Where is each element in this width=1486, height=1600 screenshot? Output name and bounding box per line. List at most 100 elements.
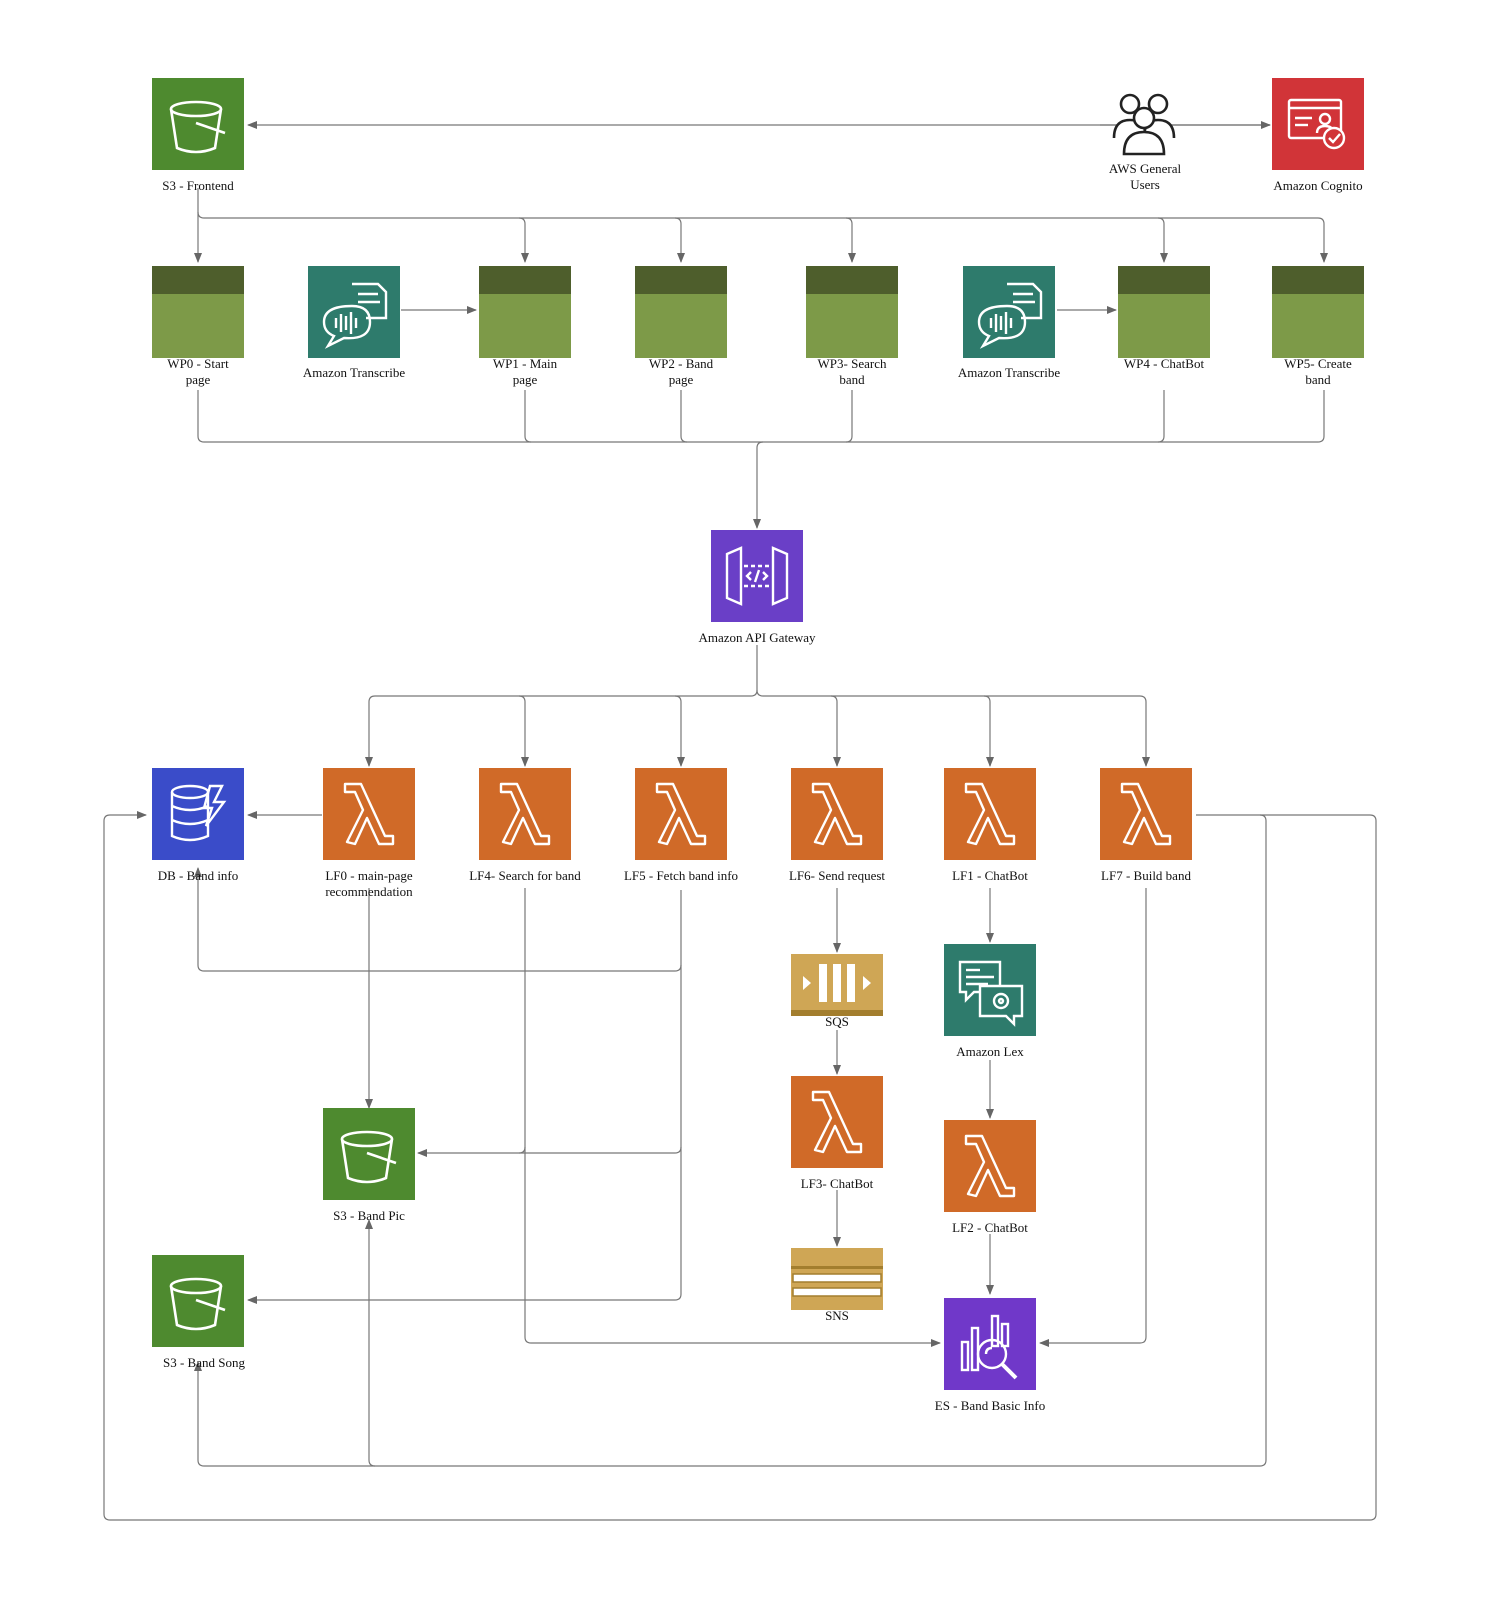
wp2-node <box>635 266 727 358</box>
lf3-node <box>791 1076 883 1168</box>
lf5-label: LF5 - Fetch band info <box>623 868 739 883</box>
lambda-icon <box>791 1076 883 1168</box>
bucket-icon <box>323 1108 415 1200</box>
wp3-node <box>806 266 898 358</box>
edge-api-lf6 <box>830 695 841 767</box>
lf7-label: LF7 - Build band <box>1101 868 1191 883</box>
transcribe-icon <box>308 266 400 358</box>
s3-band-pic-label: S3 - Band Pic <box>333 1208 405 1223</box>
api-gateway-label: Amazon API Gateway <box>698 630 816 645</box>
edge-pages-collector <box>197 390 1325 443</box>
webpage-icon <box>1118 266 1210 358</box>
edge-api-bus <box>365 645 758 767</box>
transcribe1-label: Amazon Transcribe <box>302 365 406 380</box>
db-band-label: DB - Band info <box>157 868 239 883</box>
lambda-icon <box>1100 768 1192 860</box>
edge-bus-wp1 <box>518 217 529 263</box>
s3-band-pic-node <box>323 1108 415 1200</box>
wp4-node <box>1118 266 1210 358</box>
sns-node <box>791 1248 883 1310</box>
wp1-node <box>479 266 571 358</box>
lf6-label: LF6- Send request <box>788 868 886 883</box>
webpage-icon <box>152 266 244 358</box>
dynamodb-icon <box>152 768 244 860</box>
lambda-icon <box>791 768 883 860</box>
lf7-node <box>1100 768 1192 860</box>
lambda-icon <box>944 768 1036 860</box>
edge-wp2-down <box>680 390 688 443</box>
transcribe-icon <box>963 266 1055 358</box>
users-icon <box>1112 93 1176 156</box>
edge-api-lf5 <box>674 695 685 767</box>
lf6-node <box>791 768 883 860</box>
edge-bus-wp3 <box>845 217 856 263</box>
es-band-label: ES - Band Basic Info <box>934 1398 1046 1413</box>
sns-label: SNS <box>825 1308 849 1323</box>
edge-api-lf4 <box>518 695 529 767</box>
lambda-icon <box>479 768 571 860</box>
wp5-label: WP5- Create band <box>1284 356 1352 387</box>
cognito-node <box>1272 78 1364 170</box>
lf0-label: LF0 - main-page recommendation <box>325 868 413 899</box>
lambda-icon <box>323 768 415 860</box>
edge-api-lf1 <box>983 695 994 767</box>
edge-lf7-bandpic <box>365 1219 376 1467</box>
s3-band-song-node <box>152 1255 244 1347</box>
lambda-icon <box>635 768 727 860</box>
s3-frontend-label: S3 - Frontend <box>162 178 234 193</box>
wp3-label: WP3- Search band <box>817 356 887 387</box>
webpage-icon <box>635 266 727 358</box>
lf0-node <box>323 768 415 860</box>
lf1-node <box>944 768 1036 860</box>
edge-wp3-down <box>845 390 853 443</box>
general-users-node <box>1108 88 1182 158</box>
api-gateway-icon <box>711 530 803 622</box>
lf4-label: LF4- Search for band <box>469 868 581 883</box>
transcribe2-node <box>963 266 1055 358</box>
lex-icon <box>944 944 1036 1036</box>
es-band-node <box>944 1298 1036 1390</box>
edge-lf4-bandpic <box>518 888 526 1154</box>
db-band-node <box>152 768 244 860</box>
wp1-label: WP1 - Main page <box>492 356 558 387</box>
edge-wp1-down <box>524 390 532 443</box>
edge-collector-api <box>753 441 764 529</box>
edge-bus-wp4 <box>1157 217 1168 263</box>
wp0-label: WP0 - Start page <box>167 356 229 387</box>
webpage-icon <box>479 266 571 358</box>
edge-wp4-down <box>1157 390 1165 443</box>
webpage-icon <box>806 266 898 358</box>
lex-node <box>944 944 1036 1036</box>
cognito-label: Amazon Cognito <box>1273 178 1363 193</box>
edge-lf5-bandsong <box>247 1147 682 1304</box>
edge-lf5-bandpic <box>417 965 682 1157</box>
lf2-label: LF2 - ChatBot <box>952 1220 1028 1235</box>
s3-frontend-node <box>152 78 244 170</box>
wp5-node <box>1272 266 1364 358</box>
cognito-icon <box>1272 78 1364 170</box>
lf3-label: LF3- ChatBot <box>800 1176 874 1191</box>
edge-frontend-bus <box>197 188 1328 263</box>
edge-api-bus-right <box>756 689 1150 767</box>
elasticsearch-icon <box>944 1298 1036 1390</box>
sqs-label: SQS <box>825 1014 849 1029</box>
lambda-icon <box>944 1120 1036 1212</box>
webpage-icon <box>1272 266 1364 358</box>
lex-label: Amazon Lex <box>956 1044 1024 1059</box>
api-gateway-node <box>711 530 803 622</box>
wp4-label: WP4 - ChatBot <box>1123 356 1205 371</box>
bucket-icon <box>152 78 244 170</box>
edge-lf7-db <box>103 811 1377 1521</box>
transcribe2-label: Amazon Transcribe <box>957 365 1061 380</box>
wp0-node <box>152 266 244 358</box>
sqs-icon <box>791 954 883 1016</box>
lf1-label: LF1 - ChatBot <box>952 868 1028 883</box>
sns-icon <box>791 1248 883 1310</box>
bucket-icon <box>152 1255 244 1347</box>
edge-lf4-es <box>524 1147 941 1347</box>
s3-band-song-label: S3 - Band Song <box>163 1355 245 1370</box>
sqs-node <box>791 954 883 1016</box>
lf5-node <box>635 768 727 860</box>
